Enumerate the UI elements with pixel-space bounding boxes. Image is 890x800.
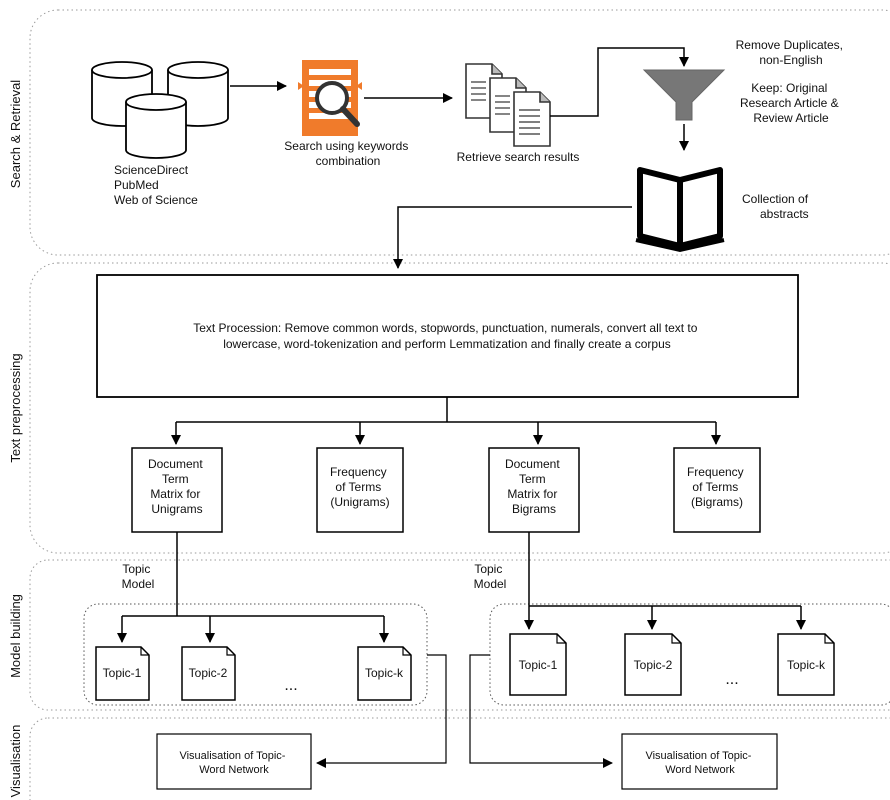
topic-k-right-doc: Topic-k (777, 633, 835, 696)
arrow-topics-right-to-visual (469, 654, 613, 768)
collection-label: Collection of abstracts (742, 192, 811, 221)
arrow-topics-left-to-visual (316, 654, 447, 768)
topic-connectors-left (117, 532, 389, 643)
topic-model-label-left: Topic Model (122, 562, 155, 591)
search-document-icon (298, 60, 362, 136)
filter-keep-label: Keep: Original Research Article & Review… (740, 81, 842, 125)
dtm-unigrams-box: Document Term Matrix for Unigrams (131, 447, 223, 533)
svg-text:Topic-k: Topic-k (365, 666, 404, 680)
source-sciencedirect: ScienceDirect (114, 163, 189, 177)
search-connectors (230, 47, 689, 269)
visual-section (29, 717, 890, 800)
source-pubmed: PubMed (114, 178, 159, 192)
topic-1-right-doc: Topic-1 (509, 633, 567, 696)
preprocessing-section-label: Text preprocessing (8, 353, 23, 462)
documents-icon (465, 63, 551, 147)
search-section (29, 9, 890, 256)
svg-text:Topic-2: Topic-2 (634, 658, 673, 672)
svg-text:Document Term Matr: Document Term Matrix for Unigrams (148, 457, 206, 516)
freq-unigrams-box: Frequency of Terms (Unigrams) (316, 447, 404, 533)
topics-ellipsis-left: ... (284, 677, 297, 694)
topic-model-label-right: Topic Model (474, 562, 507, 591)
topic-2-left-doc: Topic-2 (181, 646, 236, 701)
svg-text:Document Term Matr: Document Term Matrix for Bigrams (505, 457, 563, 516)
output-branch-connectors (171, 397, 721, 445)
visualisation-box-left: Visualisation of Topic- Word Network (156, 733, 312, 790)
svg-text:Topic-2: Topic-2 (189, 666, 228, 680)
svg-text:Frequency of Terms: Frequency of Terms (Bigrams) (687, 465, 747, 509)
visualisation-box-right: Visualisation of Topic- Word Network (621, 733, 778, 790)
topics-ellipsis-right: ... (725, 671, 738, 688)
topic-2-right-doc: Topic-2 (624, 633, 682, 696)
model-section-label: Model building (8, 594, 23, 678)
search-section-label: Search & Retrieval (8, 80, 23, 188)
visual-section-label: Visualisation (8, 725, 23, 798)
topic-1-left-doc: Topic-1 (95, 646, 150, 701)
database-icon (91, 61, 229, 159)
svg-text:Frequency of Terms: Frequency of Terms (Unigrams) (330, 465, 390, 509)
sources-list: ScienceDirect PubMed Web of Science (114, 163, 198, 207)
source-web-of-science: Web of Science (114, 193, 198, 207)
filter-funnel-icon (642, 69, 726, 121)
dtm-bigrams-box: Document Term Matrix for Bigrams (488, 447, 580, 533)
book-icon (635, 167, 725, 253)
filter-remove-label: Remove Duplicates, non-English (736, 38, 847, 67)
retrieve-step-label: Retrieve search results (457, 150, 580, 164)
model-section (29, 559, 890, 711)
arrow-book-to-processing (393, 206, 632, 269)
text-processing-label: Text Procession: Remove common words, st… (193, 321, 701, 351)
svg-text:Topic-1: Topic-1 (103, 666, 142, 680)
search-step-label: Search using keywords combination (284, 139, 411, 168)
topic-connectors-right (524, 532, 806, 630)
topic-k-left-doc: Topic-k (357, 646, 412, 701)
preprocessing-section (29, 262, 890, 554)
svg-text:Topic-1: Topic-1 (519, 658, 558, 672)
svg-text:Topic-k: Topic-k (787, 658, 826, 672)
arrow-retrieve-to-filter (550, 47, 689, 117)
text-processing-box (96, 274, 799, 398)
svg-text:Visualisation of Topic-: Visualisation of Topic- Word Network (179, 750, 288, 776)
freq-bigrams-box: Frequency of Terms (Bigrams) (673, 447, 761, 533)
visual-connectors (316, 654, 613, 768)
svg-text:Visualisation of Topic-: Visualisation of Topic- Word Network (645, 750, 754, 776)
